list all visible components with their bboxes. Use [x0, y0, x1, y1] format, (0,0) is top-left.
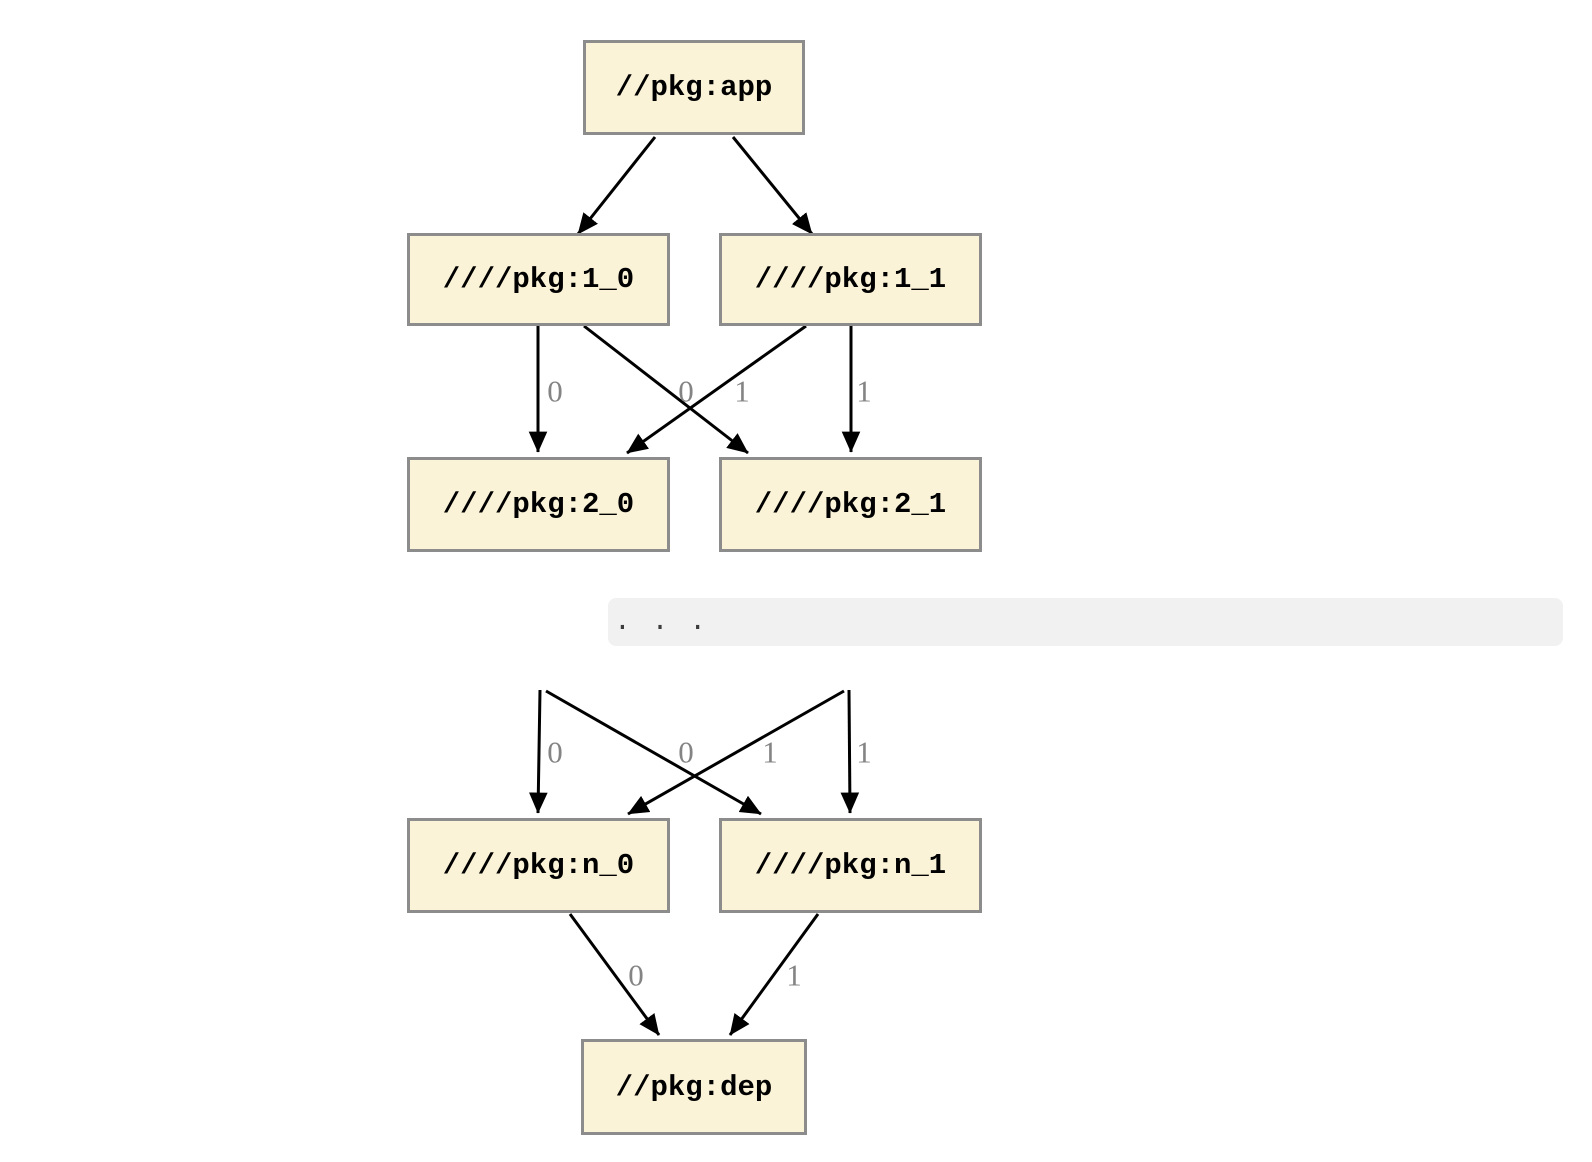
node-pkg-1_1: ////pkg:1_1: [719, 233, 982, 326]
node-pkg-dep-label: //pkg:dep: [615, 1070, 773, 1104]
node-pkg-1_0: ////pkg:1_0: [407, 233, 670, 326]
edge-prev-to-n_0: [529, 689, 548, 814]
ellipsis-code-bar: . . .: [608, 598, 1563, 646]
node-pkg-1_0-label: ////pkg:1_0: [442, 263, 635, 296]
edge-prev-to-n_1: [840, 689, 860, 814]
node-pkg-app-label: //pkg:app: [615, 71, 773, 104]
edge-label-prev-n_0-cross: 0: [678, 734, 694, 770]
edge-prev-to-n_0-cross: [627, 689, 845, 816]
edge-1_0-to-2_1: [583, 324, 749, 455]
node-pkg-dep: //pkg:dep: [581, 1039, 807, 1135]
node-pkg-n_0: ////pkg:n_0: [407, 818, 670, 913]
edge-label-prev-n_0: 0: [547, 734, 563, 770]
edge-n_1-to-dep: [728, 913, 820, 1036]
edge-label-1_0-2_0: 0: [547, 373, 563, 409]
edge-n_0-to-dep: [568, 913, 661, 1036]
edge-label-1_1-2_0: 0: [678, 373, 694, 409]
node-pkg-2_0-label: ////pkg:2_0: [442, 488, 635, 521]
edge-1_1-to-2_0: [626, 324, 807, 455]
ellipsis-dots: . . .: [614, 607, 709, 638]
node-pkg-1_1-label: ////pkg:1_1: [754, 263, 947, 296]
edge-label-n_0-dep: 0: [628, 957, 644, 993]
edge-label-prev-n_1: 1: [856, 734, 872, 770]
node-pkg-2_1-label: ////pkg:2_1: [754, 488, 947, 521]
edge-label-prev-n_1-cross: 1: [762, 734, 778, 770]
edge-label-n_1-dep: 1: [786, 957, 802, 993]
node-pkg-n_1: ////pkg:n_1: [719, 818, 982, 913]
edge-app-to-1_1: [731, 136, 814, 235]
node-pkg-app: //pkg:app: [583, 40, 805, 135]
edge-label-1_1-2_1: 1: [856, 373, 872, 409]
node-pkg-n_0-label: ////pkg:n_0: [442, 849, 635, 882]
edge-app-to-1_0: [576, 136, 657, 235]
edge-prev-to-n_1-cross: [545, 689, 762, 816]
node-pkg-2_0: ////pkg:2_0: [407, 457, 670, 552]
edge-label-1_0-2_1: 1: [734, 373, 750, 409]
node-pkg-2_1: ////pkg:2_1: [719, 457, 982, 552]
node-pkg-n_1-label: ////pkg:n_1: [754, 849, 947, 882]
